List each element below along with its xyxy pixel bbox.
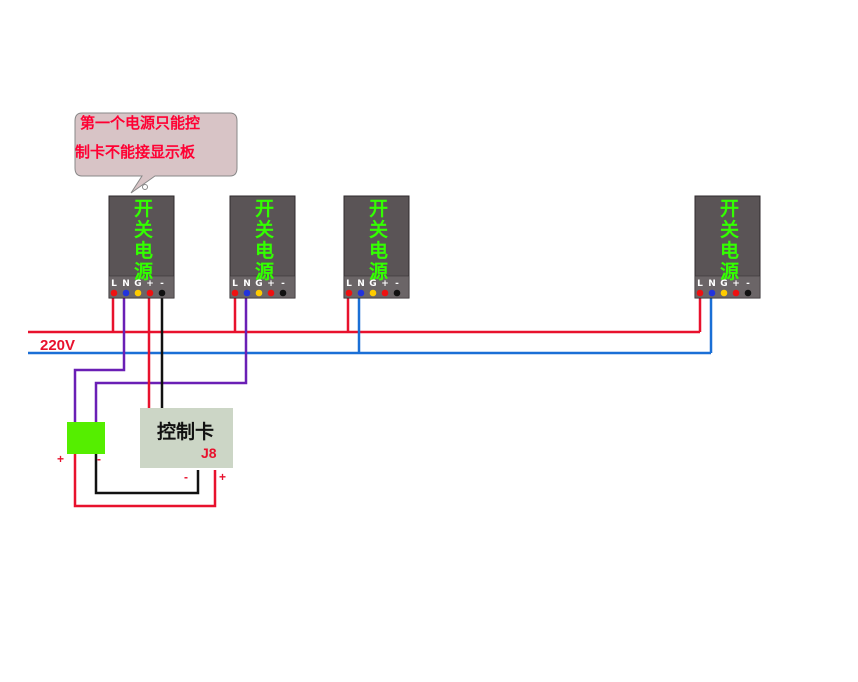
terminal-dot — [110, 289, 118, 297]
psu-title-char: 电 — [134, 239, 153, 262]
psu-title-char: 开 — [720, 198, 739, 220]
terminal-dot — [732, 289, 740, 297]
terminal-label: N — [122, 279, 130, 289]
module-negative-wire — [94, 454, 200, 495]
terminal-label: G — [134, 279, 141, 289]
control-card: 控制卡 J8 — [140, 408, 233, 468]
psu-title-char: 关 — [134, 218, 153, 241]
psu2-neutral-wire — [94, 292, 248, 422]
terminal-label: - — [746, 279, 750, 289]
psu-title-char: 源 — [134, 260, 153, 283]
terminal-label: L — [232, 279, 238, 289]
terminal-dot — [357, 289, 365, 297]
terminal-label: G — [720, 279, 727, 289]
card-minus-label: - — [184, 470, 188, 484]
terminal-label: + — [381, 279, 389, 289]
psu1-neutral-wire — [73, 292, 126, 422]
psu-title-char: 开 — [134, 198, 153, 220]
terminal-label: L — [111, 279, 117, 289]
psu-title-char: 开 — [369, 198, 388, 220]
terminal-dot — [146, 289, 154, 297]
psu-title-char: 开 — [255, 198, 274, 220]
terminal-label: + — [267, 279, 275, 289]
callout-pointer-dot — [142, 184, 148, 190]
psu-title-char: 电 — [720, 239, 739, 262]
terminal-dot — [158, 289, 166, 297]
psu-title-char: 关 — [255, 218, 274, 241]
terminal-dot — [696, 289, 704, 297]
terminal-label: - — [395, 279, 399, 289]
callout-shape — [74, 112, 238, 194]
psu-title-char: 关 — [720, 218, 739, 241]
control-card-title: 控制卡 — [157, 420, 214, 443]
terminal-dot — [369, 289, 377, 297]
mains-wires — [28, 292, 713, 355]
neutral-bus-wire — [28, 292, 713, 355]
terminal-dot — [720, 289, 728, 297]
terminal-dot — [255, 289, 263, 297]
terminal-dot — [267, 289, 275, 297]
module-positive-wire — [73, 454, 217, 508]
card-plus-label: + — [219, 470, 226, 484]
terminal-dot — [345, 289, 353, 297]
terminal-label: N — [357, 279, 365, 289]
terminal-label: G — [255, 279, 262, 289]
psu-title-char: 源 — [720, 260, 739, 283]
terminal-label: L — [697, 279, 703, 289]
terminal-label: G — [369, 279, 376, 289]
terminal-label: L — [346, 279, 352, 289]
voltage-label: 220V — [40, 337, 75, 354]
control-card-id: J8 — [201, 445, 217, 461]
callout-line-2: 制卡不能接显示板 — [75, 143, 196, 161]
psu-internal-wires — [73, 292, 248, 508]
callout-bubble: 第一个电源只能控 制卡不能接显示板 — [74, 112, 238, 194]
psu-title-char: 源 — [369, 260, 388, 283]
psu-title-char: 源 — [255, 260, 274, 283]
terminal-label: + — [146, 279, 154, 289]
terminal-dot — [134, 289, 142, 297]
module-minus-label: - — [97, 452, 101, 466]
terminal-dot — [243, 289, 251, 297]
control-card-body — [140, 408, 233, 468]
terminal-dot — [708, 289, 716, 297]
psu-title-char: 电 — [255, 239, 274, 262]
terminal-dot — [122, 289, 130, 297]
terminal-label: N — [243, 279, 251, 289]
terminal-label: - — [160, 279, 164, 289]
terminal-dot — [279, 289, 287, 297]
terminal-dot — [393, 289, 401, 297]
terminal-label: + — [732, 279, 740, 289]
terminal-label: - — [281, 279, 285, 289]
green-module — [67, 422, 105, 454]
live-bus-wire — [28, 292, 702, 334]
terminal-label: N — [708, 279, 716, 289]
terminal-dot — [381, 289, 389, 297]
psu-title-char: 电 — [369, 239, 388, 262]
module-plus-label: + — [57, 452, 64, 466]
terminal-dot — [744, 289, 752, 297]
psu-title-char: 关 — [369, 218, 388, 241]
callout-line-1: 第一个电源只能控 — [80, 114, 200, 132]
terminal-dot — [231, 289, 239, 297]
